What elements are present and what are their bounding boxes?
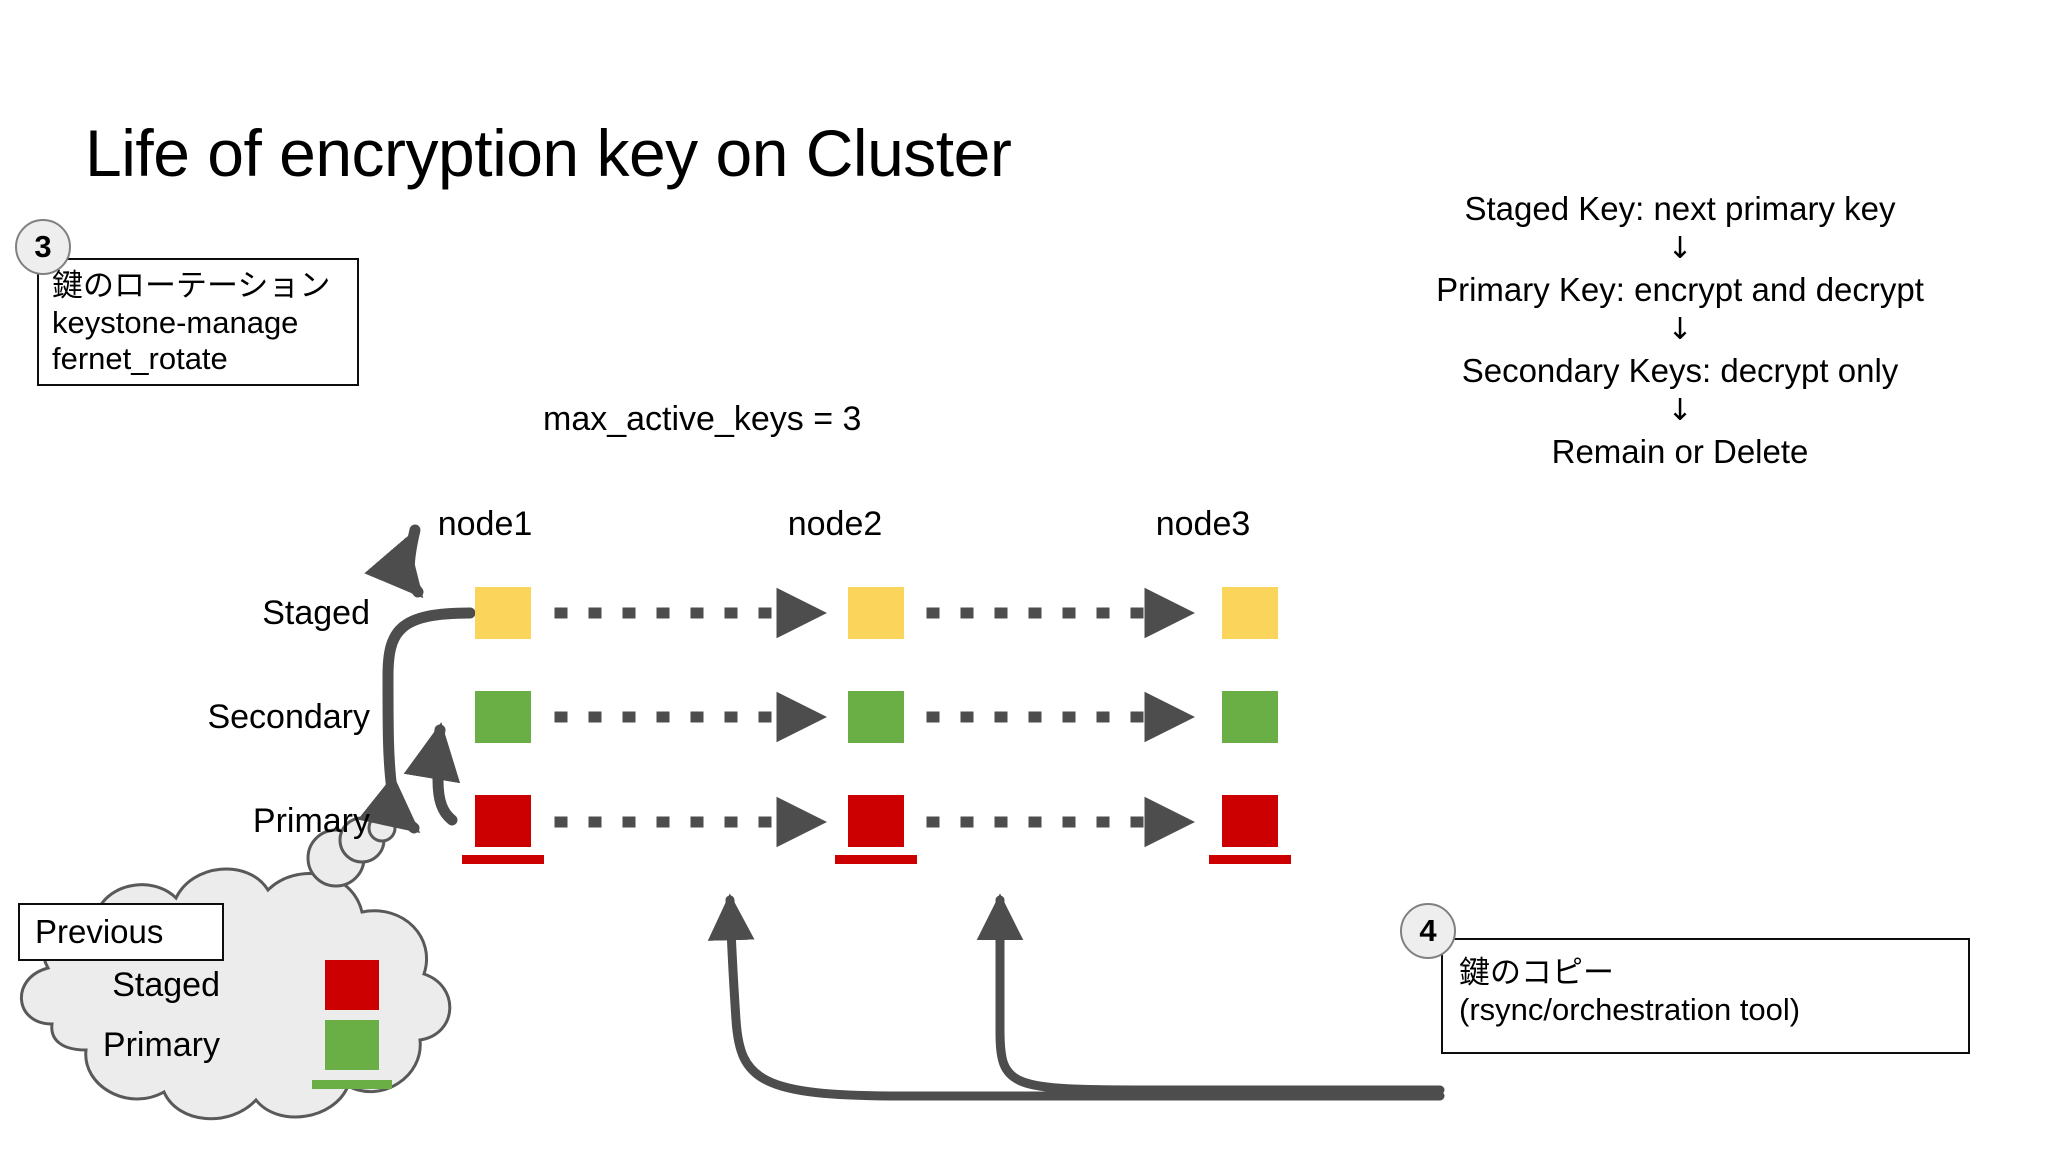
callout-3-line-1: 鍵のローテーション xyxy=(52,268,331,303)
node-header-node1: node1 xyxy=(437,505,533,543)
key-underline-node1-primary xyxy=(462,855,544,864)
rotate-arrow-primary-to-secondary xyxy=(403,722,461,826)
key-swatch-node2-primary xyxy=(848,795,904,847)
max-active-keys-label: max_active_keys = 3 xyxy=(543,400,862,438)
legend-line-remain-delete: Remain or Delete xyxy=(1551,433,1809,470)
node-header-node2: node2 xyxy=(787,505,883,543)
legend-line-primary: Primary Key: encrypt and decrypt xyxy=(1436,271,1924,308)
key-swatch-node2-secondary xyxy=(848,691,904,743)
callout-copy-text: 鍵のコピー (rsync/orchestration tool) xyxy=(1459,955,1800,1028)
copy-arrow-to-node2 xyxy=(976,893,1445,1095)
previous-key-underline-primary xyxy=(312,1080,392,1089)
key-swatch-node3-primary xyxy=(1222,795,1278,847)
previous-key-swatch-primary xyxy=(325,1020,379,1070)
previous-row-label-primary: Primary xyxy=(102,1026,220,1064)
legend-down-arrow-icon: ↓ xyxy=(1667,393,1693,428)
legend-down-arrow-icon: ↓ xyxy=(1667,312,1693,347)
node-header-node3: node3 xyxy=(1155,505,1251,543)
key-swatch-node2-staged xyxy=(848,587,904,639)
legend-line-secondary: Secondary Keys: decrypt only xyxy=(1461,352,1899,389)
callout-rotation-text: 鍵のローテーション keystone-manage fernet_rotate xyxy=(52,268,330,378)
step-badge-3: 3 xyxy=(15,219,71,275)
callout-4-line-1: 鍵のコピー xyxy=(1459,955,1614,990)
previous-row-label-staged: Staged xyxy=(112,966,220,1004)
key-underline-node3-primary xyxy=(1209,855,1291,864)
row-label-staged: Staged xyxy=(262,594,370,632)
callout-3-line-2: keystone-manage xyxy=(52,304,299,340)
key-lifecycle-legend: Staged Key: next primary key ↓ Primary K… xyxy=(1380,192,1980,468)
page-title: Life of encryption key on Cluster xyxy=(85,116,1012,190)
key-swatch-node1-primary xyxy=(475,795,531,847)
copy-arrow-to-node1 xyxy=(707,893,1445,1101)
callout-3-line-3: fernet_rotate xyxy=(52,341,228,377)
key-swatch-node3-staged xyxy=(1222,587,1278,639)
previous-key-swatch-staged xyxy=(325,960,379,1010)
row-label-primary: Primary xyxy=(252,802,370,840)
row-label-secondary: Secondary xyxy=(207,698,370,736)
legend-down-arrow-icon: ↓ xyxy=(1667,231,1693,266)
callout-box-copy xyxy=(1441,938,1970,1054)
rotate-arrow-into-staged xyxy=(364,524,424,599)
previous-label-text: Previous xyxy=(35,913,164,950)
key-underline-node2-primary xyxy=(835,855,917,864)
previous-label-box: Previous xyxy=(18,903,224,961)
step-badge-4: 4 xyxy=(1400,903,1456,959)
legend-line-staged: Staged Key: next primary key xyxy=(1464,190,1896,227)
callout-4-line-2: (rsync/orchestration tool) xyxy=(1459,991,1801,1027)
key-swatch-node3-secondary xyxy=(1222,691,1278,743)
key-swatch-node1-staged xyxy=(475,587,531,639)
key-swatch-node1-secondary xyxy=(475,691,531,743)
callout-box-rotation xyxy=(37,258,359,386)
rotate-arrow-staged-to-primary xyxy=(357,607,476,834)
